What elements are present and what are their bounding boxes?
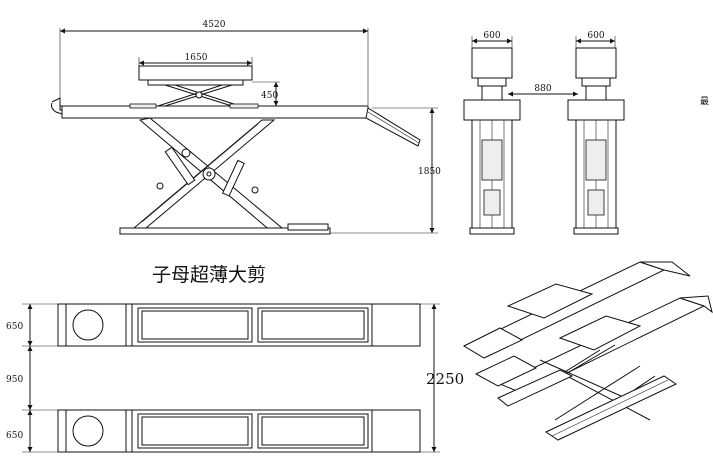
front-width-right-label: 600 <box>587 31 604 41</box>
top-track <box>57 303 421 347</box>
bottom-track <box>57 409 421 453</box>
overall-width-label: 2250 <box>426 370 464 388</box>
platform-length-label: 1650 <box>185 53 208 63</box>
track-width-top-label: 650 <box>6 322 23 332</box>
front-column-left <box>463 47 521 235</box>
front-width-left-label: 600 <box>483 31 500 41</box>
iso-child-platform-front <box>558 315 642 351</box>
side-view: 4520 1650 450 1850 <box>51 20 441 235</box>
main-scissor <box>132 117 283 233</box>
gap-width-label: 950 <box>6 375 23 385</box>
iso-child-platform-rear <box>506 283 594 319</box>
top-view: 650 950 650 2250 <box>6 303 464 453</box>
turntable-bottom <box>72 415 104 447</box>
drawing-title: 子母超薄大剪 <box>152 264 266 286</box>
center-spacing-label: 880 <box>534 84 551 94</box>
turntable-top <box>72 309 104 341</box>
front-view: 600 600 880 <box>463 31 709 235</box>
child-platform <box>138 65 253 81</box>
max-height-label: 1850 <box>418 167 441 177</box>
edge-glyph: 最 <box>700 96 709 107</box>
platform-height-label: 450 <box>261 91 278 101</box>
track-width-bottom-label: 650 <box>6 431 23 441</box>
front-column-right <box>567 47 625 235</box>
isometric-view <box>462 261 713 441</box>
base-frame <box>119 227 331 235</box>
overall-length-label: 4520 <box>203 20 226 30</box>
